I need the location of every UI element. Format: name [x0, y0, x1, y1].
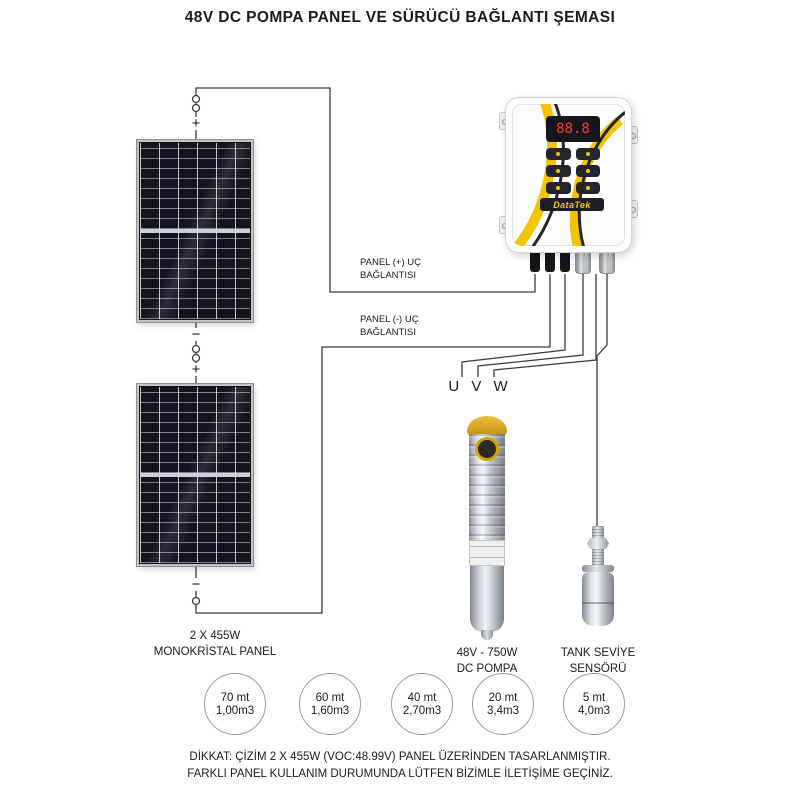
sensor-float-body	[582, 572, 614, 626]
flow-value: 3,4m3	[487, 704, 519, 717]
caption-line: TANK SEVİYE	[560, 647, 636, 659]
plus-symbol: +	[187, 116, 205, 131]
controller-button	[575, 182, 600, 194]
performance-circle: 40 mt 2,70m3	[391, 673, 453, 735]
caption-line: DC POMPA	[456, 663, 518, 675]
controller-faceplate: 88.8 DataTek	[512, 104, 625, 246]
flow-value: 2,70m3	[402, 704, 442, 717]
controller-button	[575, 165, 600, 177]
minus-symbol: −	[187, 327, 205, 342]
minus-terminal	[191, 596, 201, 606]
page-title: 48V DC POMPA PANEL VE SÜRÜCÜ BAĞLANTI ŞE…	[184, 9, 616, 26]
pump-controller: 88.8 DataTek	[505, 97, 632, 253]
submersible-pump	[459, 416, 515, 642]
plus-symbol: +	[187, 362, 205, 377]
brand-logo: DataTek	[540, 198, 604, 211]
panel-minus-wire	[195, 274, 551, 614]
caption-line: MONOKRİSTAL PANEL	[153, 646, 277, 658]
depth-value: 60 mt	[315, 691, 345, 704]
minus-symbol: −	[187, 577, 205, 592]
depth-value: 70 mt	[220, 691, 250, 704]
phase-v-wire	[477, 274, 584, 377]
minus-connection-label: PANEL (-) UÇ BAĞLANTISI	[358, 313, 421, 339]
pump-cap	[467, 416, 507, 436]
sensor-wire	[596, 274, 608, 528]
controller-button	[546, 182, 571, 194]
performance-circle: 60 mt 1,60m3	[299, 673, 361, 735]
label-line: PANEL (+) UÇ	[360, 257, 421, 268]
depth-value: 40 mt	[407, 691, 437, 704]
controller-display: 88.8	[546, 116, 600, 142]
plus-terminal	[191, 94, 201, 104]
flow-value: 4,0m3	[578, 704, 610, 717]
caption-line: 2 X 455W	[189, 630, 241, 642]
performance-circle: 5 mt 4,0m3	[563, 673, 625, 735]
sensor-flange	[582, 565, 614, 572]
series-terminal	[191, 353, 201, 363]
controller-button	[575, 148, 600, 160]
panel-busbar	[140, 229, 250, 233]
phase-w-wire	[493, 274, 597, 377]
series-terminal	[191, 344, 201, 354]
controller-button	[546, 148, 571, 160]
flow-value: 1,00m3	[215, 704, 255, 717]
uvw-phase-label: U V W	[438, 378, 522, 395]
plus-connection-label: PANEL (+) UÇ BAĞLANTISI	[358, 256, 423, 282]
controller-button	[546, 165, 571, 177]
caption-line: 48V - 750W	[456, 647, 518, 659]
controller-keypad	[546, 148, 600, 194]
depth-value: 20 mt	[488, 691, 518, 704]
panel-busbar	[140, 473, 250, 477]
caption-line: SENSÖRÜ	[569, 663, 627, 675]
tank-level-sensor	[578, 526, 618, 630]
dc-input-connector	[545, 245, 555, 272]
sensor-stem	[592, 549, 604, 565]
warning-line-1: DİKKAT: ÇİZİM 2 X 455W (VOC:48.99V) PANE…	[189, 751, 611, 763]
label-line: BAĞLANTISI	[360, 327, 416, 338]
solar-panel-caption: 2 X 455W MONOKRİSTAL PANEL	[135, 628, 295, 660]
sensor-caption: TANK SEVİYE SENSÖRÜ	[553, 645, 643, 677]
pump-caption: 48V - 750W DC POMPA	[447, 645, 527, 677]
sensor-thread-tip	[592, 526, 604, 538]
label-line: PANEL (-) UÇ	[360, 314, 419, 325]
pump-bottom-cap	[481, 630, 493, 640]
sensor-hex-nut	[587, 538, 609, 549]
plus-terminal	[191, 103, 201, 113]
dc-input-connector	[530, 245, 540, 272]
performance-circle: 20 mt 3,4m3	[472, 673, 534, 735]
pump-brand-badge	[478, 440, 496, 458]
phase-u-wire	[461, 274, 566, 377]
performance-circle: 70 mt 1,00m3	[204, 673, 266, 735]
solar-panel-1	[137, 140, 253, 322]
warning-line-2: FARKLI PANEL KULLANIM DURUMUNDA LÜTFEN B…	[187, 768, 613, 780]
solar-panel-2	[137, 384, 253, 566]
flow-value: 1,60m3	[310, 704, 350, 717]
warning-note: DİKKAT: ÇİZİM 2 X 455W (VOC:48.99V) PANE…	[0, 749, 800, 783]
pump-motor-body	[470, 566, 504, 632]
label-line: BAĞLANTISI	[360, 270, 416, 281]
pump-nameplate	[469, 540, 505, 566]
output-connector	[560, 245, 570, 272]
depth-value: 5 mt	[582, 691, 606, 704]
